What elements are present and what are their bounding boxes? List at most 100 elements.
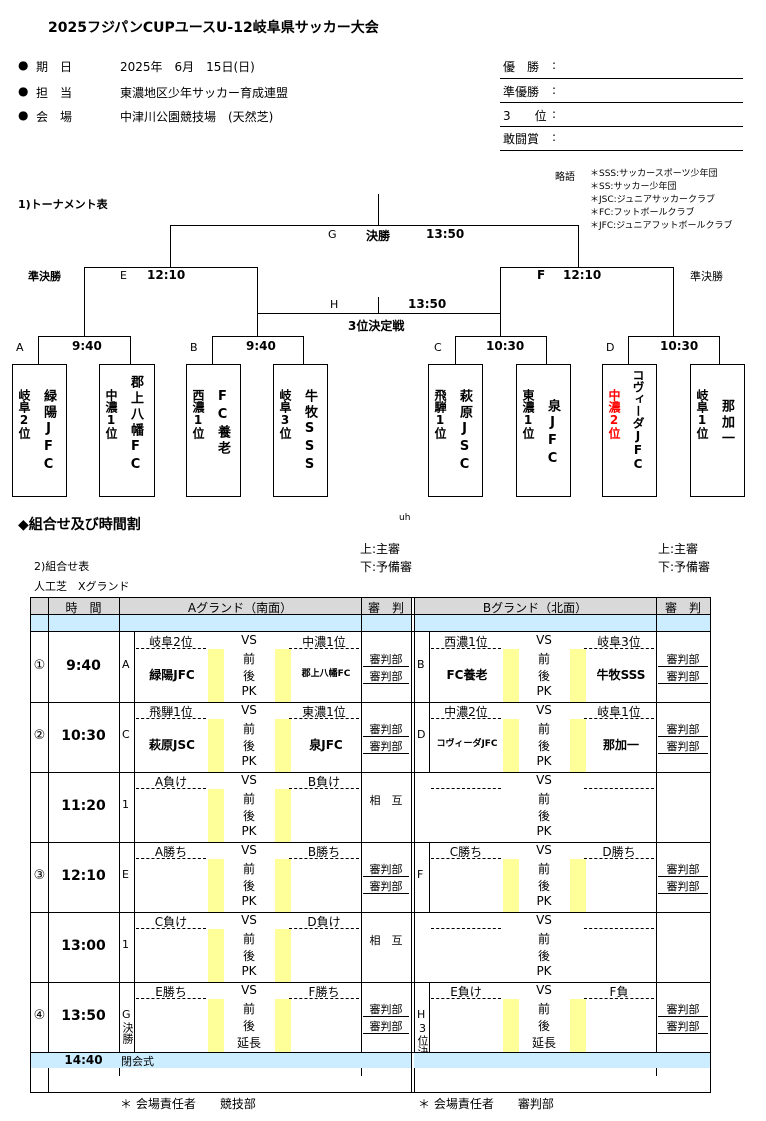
vs-label: VS [536, 983, 552, 997]
team-name: 那加一 [719, 399, 734, 447]
seed-underline [136, 858, 206, 859]
team-seed: 東濃1位 [521, 389, 535, 439]
first-half-label: 前 [537, 1002, 550, 1016]
away-seed: 中濃1位 [302, 635, 346, 649]
table-header-bg [414, 598, 710, 614]
group-time-d: 10:30 [660, 339, 699, 353]
closing-label: 閉会式 [121, 1055, 154, 1068]
score-column [503, 719, 519, 772]
grid-line [48, 598, 49, 1092]
match-code: 1 [122, 798, 129, 811]
referee-main: 審判部 [666, 863, 700, 876]
seed-underline [136, 928, 206, 929]
away-seed: 東濃1位 [302, 705, 346, 719]
score-column [208, 999, 224, 1052]
first-half-label: 前 [537, 932, 550, 946]
table-header-band [31, 615, 411, 631]
result-colon: : [552, 58, 557, 72]
referee-sub: 審判部 [666, 880, 700, 893]
grid-line [134, 982, 135, 1052]
team-box: 岐阜3位 牛牧SSS [273, 364, 328, 497]
result-label: 準優勝 [503, 85, 540, 99]
seed-underline [431, 788, 501, 789]
ref-note-bottom: 下:予備審 [360, 560, 413, 574]
seed-underline [584, 788, 654, 789]
ref-note-bottom: 下:予備審 [658, 560, 711, 574]
third-label: 3位決定戦 [348, 319, 405, 333]
score-column [570, 719, 586, 772]
team-seed: 中濃1位 [104, 389, 118, 439]
home-team: 萩原JSC [149, 738, 195, 752]
seed-underline [431, 648, 501, 649]
group-code-b: B [190, 341, 198, 354]
pk-label: PK [536, 894, 552, 908]
ref-note-top: 上:主審 [360, 542, 401, 556]
away-seed: D勝ち [602, 845, 636, 859]
score-column [503, 649, 519, 702]
grid-line [656, 598, 657, 1076]
pk-label: PK [241, 964, 257, 978]
team-box: 中濃1位 郡上八幡FC [99, 364, 155, 497]
pitch-note: 人工芝 Xグランド [34, 580, 130, 593]
bullet-icon: ● [18, 84, 29, 98]
grid-line [31, 1052, 710, 1053]
vs-label: VS [241, 633, 257, 647]
seed-underline [289, 928, 359, 929]
second-half-label: 後 [537, 949, 550, 963]
second-half-label: 後 [537, 809, 550, 823]
referee-divider [658, 1033, 708, 1034]
header-ref-b: 審 判 [664, 601, 701, 615]
referee-sub: 審判部 [666, 670, 700, 683]
vs-label: VS [241, 703, 257, 717]
grid-line [119, 598, 120, 1076]
home-seed: C勝ち [449, 845, 483, 859]
score-column [570, 999, 586, 1052]
match-time: 13:50 [61, 1008, 106, 1024]
semi-right-code: F [537, 268, 546, 282]
away-seed: D負け [307, 915, 341, 929]
info-label-venue: 会 場 [36, 110, 73, 124]
score-column [208, 789, 224, 842]
grid-line [134, 912, 135, 982]
referee-main: 審判部 [666, 1003, 700, 1016]
semi-right-label: 準決勝 [690, 270, 723, 283]
seed-underline [136, 648, 206, 649]
referee-divider [363, 893, 409, 894]
second-half-label: 後 [537, 1019, 550, 1033]
grid-line [429, 702, 430, 772]
seed-underline [584, 648, 654, 649]
legend-title: 略語 [555, 172, 575, 183]
match-code: G [122, 1008, 131, 1021]
info-value-date: 2025年 6月 15日(日) [120, 60, 255, 74]
match-time: 10:30 [61, 728, 106, 744]
second-half-label: 後 [242, 879, 255, 893]
group-code-d: D [606, 341, 615, 354]
second-half-label: 後 [242, 669, 255, 683]
score-column [503, 999, 519, 1052]
score-column [208, 859, 224, 912]
final-label: 決勝 [366, 229, 391, 243]
referee-mutual: 相 互 [369, 934, 403, 947]
footer-a: ＊ 会場責任者 競技部 [120, 1097, 256, 1111]
referee-sub: 審判部 [666, 1020, 700, 1033]
third-code: H [330, 298, 339, 311]
grid-line [414, 598, 415, 1092]
vs-label: VS [241, 843, 257, 857]
first-half-label: 前 [242, 722, 255, 736]
legend-item: ＊JSC:ジュニアサッカークラブ [590, 195, 716, 205]
home-seed: A負け [154, 775, 188, 789]
home-seed: 西濃1位 [444, 635, 488, 649]
grid-line [411, 598, 412, 1092]
second-half-label: 後 [537, 879, 550, 893]
result-colon: : [552, 107, 557, 121]
pk-label: PK [536, 684, 552, 698]
seed-underline [431, 998, 501, 999]
match-code: H [417, 1008, 426, 1021]
match-time: 11:20 [61, 798, 106, 814]
closing-row-bg [31, 1053, 411, 1068]
bullet-icon: ● [18, 58, 29, 72]
match-time: 9:40 [66, 658, 101, 674]
match-code-sub: 決勝 [121, 1022, 134, 1044]
grid-line [134, 632, 135, 702]
